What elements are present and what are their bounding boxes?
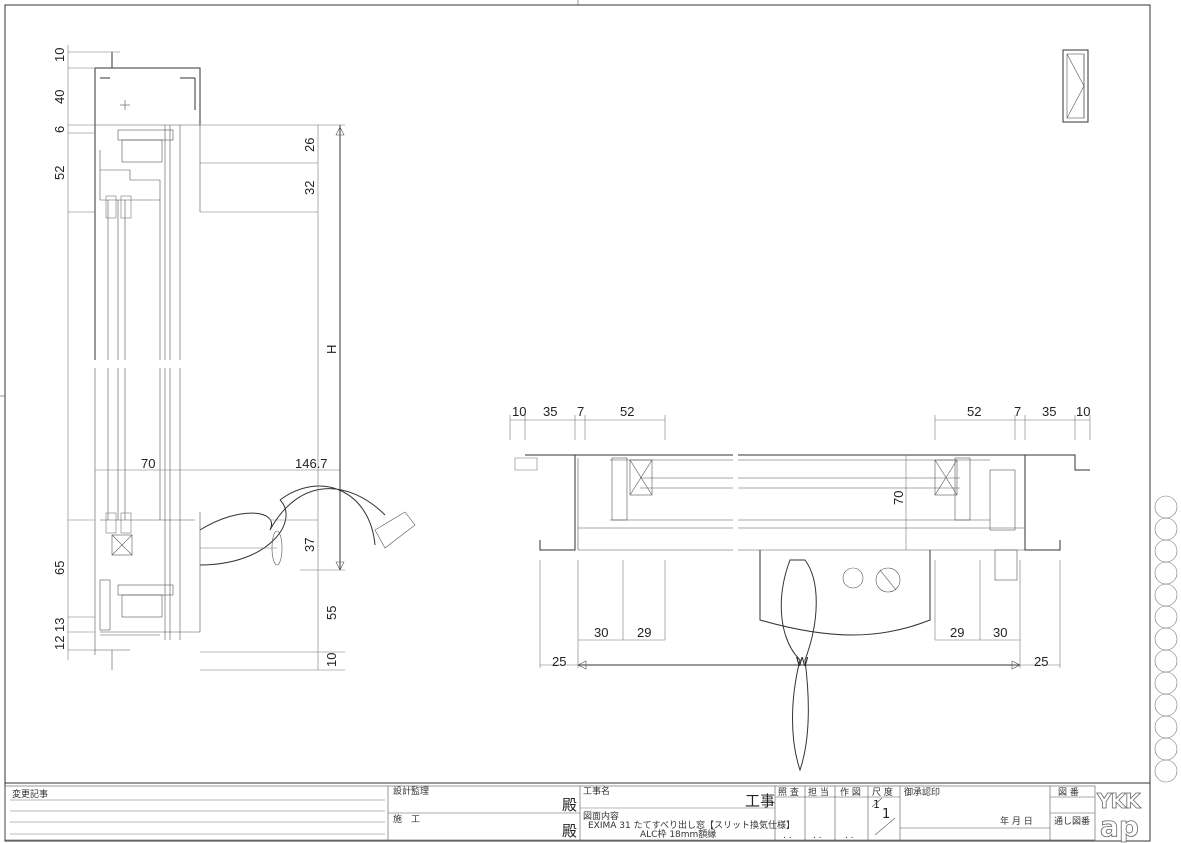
title-block: 変更記事 設計監理 殿 施 工 殿 工事名 工事 図面内容 EXIMA 31 た… bbox=[4, 785, 1144, 843]
dim-depth-70: 70 bbox=[891, 491, 906, 505]
charge-dots: . . bbox=[813, 831, 822, 841]
date-label: 年 月 日 bbox=[1000, 815, 1033, 827]
scale-denominator: 1 bbox=[882, 807, 890, 822]
revision-label: 変更記事 bbox=[12, 788, 48, 800]
dim-width-70: 70 bbox=[141, 456, 155, 471]
dim-top-left-10: 10 bbox=[512, 404, 526, 419]
dim-right-37: 37 bbox=[302, 538, 317, 552]
dim-bottom-left-29: 29 bbox=[637, 625, 651, 640]
horizontal-section bbox=[509, 415, 1091, 772]
dim-left-6: 6 bbox=[52, 126, 67, 133]
drafting-dots: . . bbox=[845, 831, 854, 841]
dim-end-left-25: 25 bbox=[552, 654, 566, 669]
drawing-number-label: 図 番 bbox=[1058, 786, 1079, 798]
honorific-1: 殿 bbox=[562, 796, 577, 814]
dim-top-right-10: 10 bbox=[1076, 404, 1090, 419]
approval-label: 御承認印 bbox=[904, 786, 940, 798]
construction-label: 施 工 bbox=[393, 813, 420, 825]
dim-top-right-35: 35 bbox=[1042, 404, 1056, 419]
vertical-section-dimensions: 10 40 6 52 65 13 12 26 32 H 37 55 10 70 … bbox=[52, 48, 339, 667]
dim-left-12: 12 bbox=[52, 636, 67, 650]
dim-left-52: 52 bbox=[52, 166, 67, 180]
dim-top-left-7: 7 bbox=[577, 404, 584, 419]
window-type-icon bbox=[1062, 49, 1089, 123]
dim-left-10: 10 bbox=[52, 48, 67, 62]
dim-top-left-52: 52 bbox=[620, 404, 634, 419]
margin-circles bbox=[1154, 495, 1178, 783]
dim-right-32: 32 bbox=[302, 181, 317, 195]
drawing-content-line1: EXIMA 31 たてすべり出し窓【スリット換気仕様】 bbox=[588, 819, 795, 831]
dim-height-H: H bbox=[324, 345, 339, 354]
check-dots: . . bbox=[783, 831, 792, 841]
dim-bottom-left-30: 30 bbox=[594, 625, 608, 640]
drawing-content-label: 図面内容 bbox=[583, 810, 619, 822]
dim-right-26: 26 bbox=[302, 138, 317, 152]
dim-bottom-right-30: 30 bbox=[993, 625, 1007, 640]
check-label: 照 査 bbox=[778, 786, 799, 798]
dim-left-65: 65 bbox=[52, 561, 67, 575]
drafting-label: 作 図 bbox=[840, 786, 861, 798]
ykk-ap-logo: YKK ap bbox=[1096, 789, 1144, 843]
serial-number-label: 通し図番 bbox=[1054, 815, 1090, 827]
design-supervision-label: 設計監理 bbox=[393, 785, 429, 797]
svg-text:ap: ap bbox=[1100, 810, 1139, 843]
dim-bottom-right-29: 29 bbox=[950, 625, 964, 640]
dim-handle-146-7: 146.7 bbox=[295, 456, 328, 471]
scale-label: 尺 度 bbox=[872, 786, 893, 798]
horizontal-section-dimensions: 10 35 7 52 52 7 35 10 30 29 29 30 25 W 2… bbox=[512, 404, 1090, 669]
dim-right-55: 55 bbox=[324, 606, 339, 620]
scale-numerator: 1 bbox=[873, 798, 880, 811]
vertical-section bbox=[67, 45, 416, 671]
dim-right-10: 10 bbox=[324, 653, 339, 667]
dim-top-right-7: 7 bbox=[1014, 404, 1021, 419]
dim-left-13: 13 bbox=[52, 618, 67, 632]
dim-top-right-52: 52 bbox=[967, 404, 981, 419]
charge-label: 担 当 bbox=[808, 786, 829, 798]
svg-text:YKK: YKK bbox=[1096, 789, 1142, 813]
honorific-2: 殿 bbox=[562, 822, 577, 840]
dim-top-left-35: 35 bbox=[543, 404, 557, 419]
project-name-label: 工事名 bbox=[583, 785, 610, 797]
project-suffix: 工事 bbox=[745, 792, 775, 810]
sheet-border bbox=[4, 4, 1151, 842]
dim-left-40: 40 bbox=[52, 90, 67, 104]
drawing-content-line2: ALC枠 18mm額縁 bbox=[640, 828, 716, 840]
dim-end-right-25: 25 bbox=[1034, 654, 1048, 669]
dim-width-W: W bbox=[796, 654, 809, 669]
